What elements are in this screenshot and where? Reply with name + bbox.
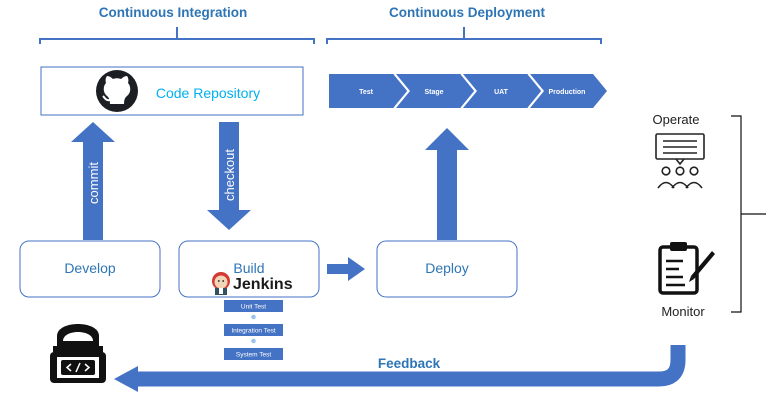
monitor-label: Monitor	[661, 304, 705, 319]
presentation-icon	[655, 133, 705, 189]
developer-icon	[50, 324, 106, 383]
cd-label: Continuous Deployment	[389, 5, 545, 20]
checkout-arrow	[207, 122, 251, 230]
feedback-label: Feedback	[378, 356, 441, 371]
integration-test-label: Integration Test	[231, 328, 276, 335]
cd-bracket	[326, 27, 602, 44]
right-bracket	[731, 115, 766, 313]
unit-test-box	[224, 300, 283, 312]
system-test-label: System Test	[236, 352, 271, 359]
develop-box	[19, 240, 161, 298]
develop-label: Develop	[64, 260, 116, 276]
deploy-box	[376, 240, 518, 298]
jenkins-icon	[212, 272, 230, 295]
feedback-arrow	[114, 345, 686, 392]
code-repository-label: Code Repository	[156, 85, 260, 101]
deploy-up-arrow	[425, 128, 469, 240]
stage-label-test: Test	[359, 89, 374, 96]
commit-label: commit	[86, 162, 101, 204]
stage-label-uat: UAT	[494, 89, 509, 96]
github-icon	[96, 70, 138, 112]
system-test-box	[224, 348, 283, 360]
integration-test-box	[224, 324, 283, 336]
pipeline-chevrons	[329, 73, 607, 109]
jenkins-wordmark: Jenkins	[233, 276, 293, 293]
commit-arrow	[71, 122, 115, 240]
unit-test-label: Unit Test	[241, 304, 266, 311]
build-label: Build	[233, 260, 264, 276]
build-to-deploy-arrow	[327, 257, 365, 281]
checkout-label: checkout	[222, 149, 237, 201]
stage-label-stage: Stage	[424, 89, 443, 96]
chevron-uat	[463, 74, 542, 108]
ci-bracket	[39, 27, 315, 44]
chevron-test	[329, 74, 408, 108]
test-connector-dot	[251, 338, 256, 344]
ci-label: Continuous Integration	[99, 5, 247, 20]
clipboard-icon	[658, 242, 715, 295]
chevron-production	[530, 74, 607, 108]
stage-label-production: Production	[549, 89, 586, 96]
deploy-label: Deploy	[425, 260, 469, 276]
code-repository-box	[40, 66, 304, 116]
test-connector-dot	[251, 314, 256, 320]
chevron-stage	[396, 74, 475, 108]
operate-label: Operate	[653, 112, 700, 127]
